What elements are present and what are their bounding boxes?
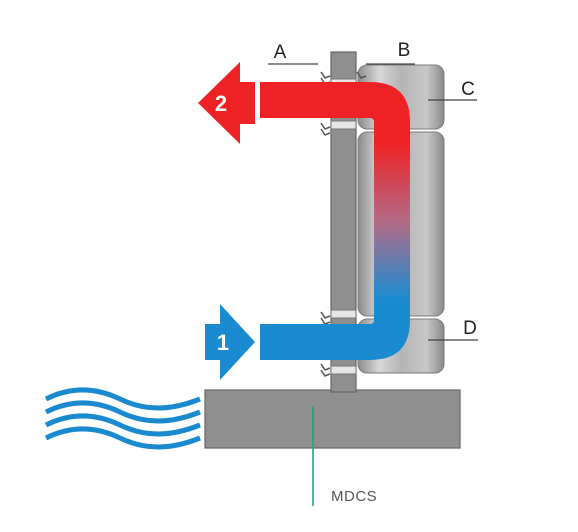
heat-flow-tube — [260, 82, 410, 360]
inlet-arrow: 1 — [205, 304, 255, 380]
label-mdcs-text: MDCS — [331, 488, 377, 505]
label-b-text: B — [398, 40, 411, 61]
label-c: C — [428, 79, 477, 101]
label-a-text: A — [274, 42, 287, 63]
foundation-slab — [204, 389, 461, 449]
label-mdcs: MDCS — [312, 406, 377, 506]
inlet-number: 1 — [217, 330, 229, 355]
label-c-text: C — [461, 79, 475, 100]
water-waves — [44, 387, 201, 450]
label-b: B — [366, 40, 415, 65]
label-a: A — [268, 42, 318, 65]
outlet-number: 2 — [215, 91, 227, 116]
outlet-arrow: 2 — [198, 62, 255, 144]
label-d: D — [428, 318, 478, 341]
label-d-text: D — [463, 318, 477, 339]
